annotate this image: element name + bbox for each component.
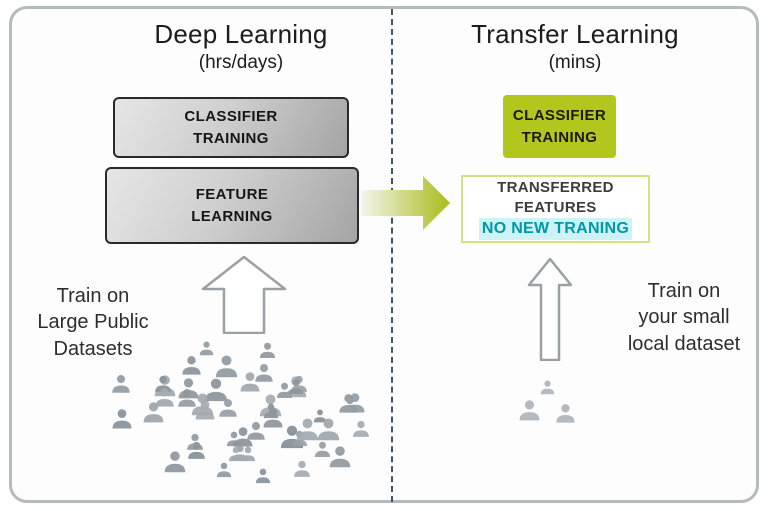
person-icon bbox=[341, 396, 359, 414]
person-icon bbox=[292, 459, 312, 479]
person-icon bbox=[180, 354, 203, 377]
person-icon bbox=[315, 416, 342, 443]
person-icon bbox=[110, 373, 132, 395]
person-icon bbox=[245, 420, 267, 442]
no-new-training-label: NO NEW TRANING bbox=[478, 218, 633, 241]
person-icon bbox=[215, 461, 233, 479]
person-icon bbox=[294, 416, 321, 443]
person-icon bbox=[231, 425, 255, 449]
person-icon bbox=[258, 341, 277, 360]
person-icon bbox=[254, 467, 272, 485]
person-icon bbox=[176, 376, 201, 401]
right-title: Transfer Learning bbox=[471, 19, 679, 49]
diagram-frame bbox=[9, 6, 759, 503]
person-icon bbox=[239, 445, 257, 463]
right-subtitle: (mins) bbox=[548, 52, 602, 73]
left-title: Deep Learning bbox=[154, 19, 328, 49]
person-icon bbox=[539, 379, 556, 396]
transferred-features-box: TRANSFERRED FEATURES NO NEW TRANING bbox=[461, 175, 650, 243]
person-icon bbox=[225, 430, 243, 448]
left-caption: Train on Large Public Datasets bbox=[37, 285, 149, 360]
person-icon bbox=[517, 398, 542, 423]
person-icon bbox=[253, 362, 275, 384]
person-icon bbox=[351, 419, 371, 439]
person-icon bbox=[287, 378, 305, 396]
person-icon bbox=[153, 386, 176, 409]
classifier-training-box-right: CLASSIFIER TRAINING bbox=[503, 95, 616, 158]
person-icon bbox=[110, 407, 134, 431]
person-icon bbox=[213, 353, 240, 380]
person-icon bbox=[198, 340, 215, 357]
person-icon bbox=[275, 381, 294, 400]
person-icon bbox=[554, 402, 577, 425]
divider-dashed-line bbox=[391, 9, 393, 502]
up-arrow-icon bbox=[201, 256, 287, 334]
person-icon bbox=[186, 440, 207, 461]
up-arrow-small-icon bbox=[527, 258, 573, 361]
left-subtitle: (hrs/days) bbox=[198, 52, 284, 73]
person-icon bbox=[217, 397, 239, 419]
person-icon bbox=[327, 444, 353, 470]
person-icon bbox=[141, 400, 166, 425]
person-icon bbox=[189, 391, 216, 418]
person-icon bbox=[227, 445, 245, 463]
person-icon bbox=[202, 376, 230, 404]
person-icon bbox=[238, 370, 262, 394]
person-icon bbox=[261, 406, 285, 430]
right-caption: Train on your small local dataset bbox=[627, 280, 741, 355]
classifier-training-box-left: CLASSIFIER TRAINING bbox=[113, 97, 349, 158]
feature-learning-box: FEATURE LEARNING bbox=[105, 167, 359, 244]
features-label: FEATURES bbox=[514, 199, 597, 217]
transferred-label: TRANSFERRED bbox=[497, 178, 614, 196]
person-icon bbox=[162, 449, 188, 475]
person-icon bbox=[312, 408, 328, 424]
person-icon bbox=[313, 440, 332, 459]
transfer-arrow-icon bbox=[361, 175, 451, 231]
